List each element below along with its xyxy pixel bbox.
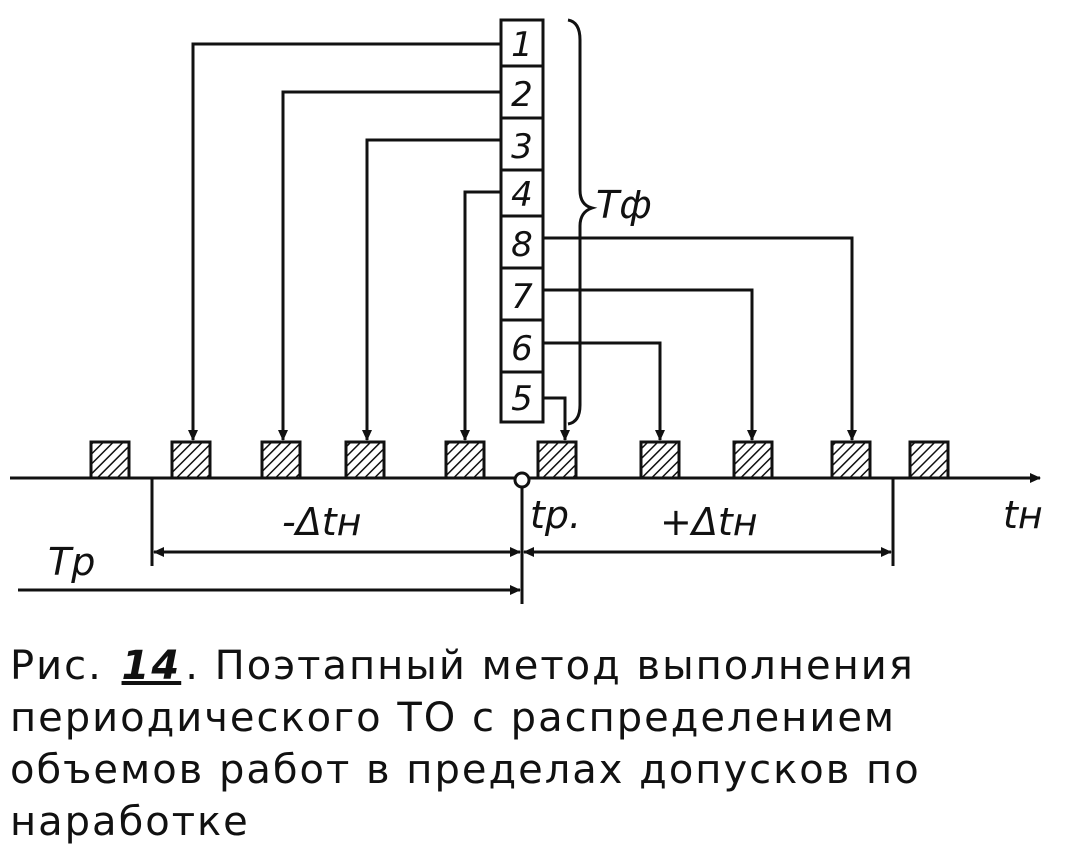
t-phi-brace bbox=[567, 18, 598, 426]
maintenance-block bbox=[170, 440, 212, 480]
caption-prefix: Рис. bbox=[10, 643, 103, 689]
maintenance-blocks bbox=[89, 440, 950, 480]
maintenance-block bbox=[260, 440, 302, 480]
stage-number: 3 bbox=[511, 127, 533, 167]
maintenance-block bbox=[732, 440, 774, 480]
stage-number: 2 bbox=[511, 75, 533, 115]
minus-delta-label: -Δtн bbox=[282, 500, 361, 544]
diagram: 1 2 3 4 8 7 6 5 Tф -Δtн +Δtн tр. Tр tн bbox=[10, 18, 1043, 604]
stage-number: 4 bbox=[511, 175, 533, 215]
maintenance-block bbox=[639, 440, 681, 480]
arrow-stage-4 bbox=[460, 190, 501, 441]
arrow-stage-2 bbox=[278, 90, 501, 441]
maintenance-block bbox=[908, 440, 950, 480]
t-r-label: tр. bbox=[530, 493, 581, 537]
t-phi-label: Tф bbox=[596, 183, 652, 227]
T-r-label: Tр bbox=[48, 540, 95, 584]
arrow-stage-6 bbox=[543, 341, 665, 441]
plus-delta-label: +Δtн bbox=[660, 500, 758, 544]
stage-number: 5 bbox=[511, 379, 533, 419]
stage-number: 6 bbox=[511, 329, 533, 369]
figure-caption: Рис. 14. Поэтапный метод выполнения пери… bbox=[10, 640, 1060, 848]
stage-number: 7 bbox=[511, 277, 533, 317]
stage-number: 1 bbox=[511, 25, 533, 65]
arrow-stage-1 bbox=[188, 42, 501, 441]
arrow-stage-5 bbox=[543, 396, 570, 441]
caption-text: Поэтапный метод выполнения периодическог… bbox=[10, 643, 921, 845]
nominal-point bbox=[513, 471, 531, 489]
maintenance-block bbox=[344, 440, 386, 480]
arrow-stage-7 bbox=[543, 288, 757, 441]
t-n-axis-label: tн bbox=[1003, 493, 1043, 537]
arrow-stage-8 bbox=[543, 236, 857, 441]
figure-number: 14 bbox=[121, 643, 182, 689]
maintenance-block bbox=[830, 440, 872, 480]
maintenance-block bbox=[89, 440, 131, 480]
stage-number: 8 bbox=[511, 225, 533, 265]
arrow-stage-3 bbox=[362, 138, 501, 441]
maintenance-block bbox=[444, 440, 486, 480]
connector-arrows bbox=[188, 42, 857, 441]
maintenance-block bbox=[536, 440, 578, 480]
